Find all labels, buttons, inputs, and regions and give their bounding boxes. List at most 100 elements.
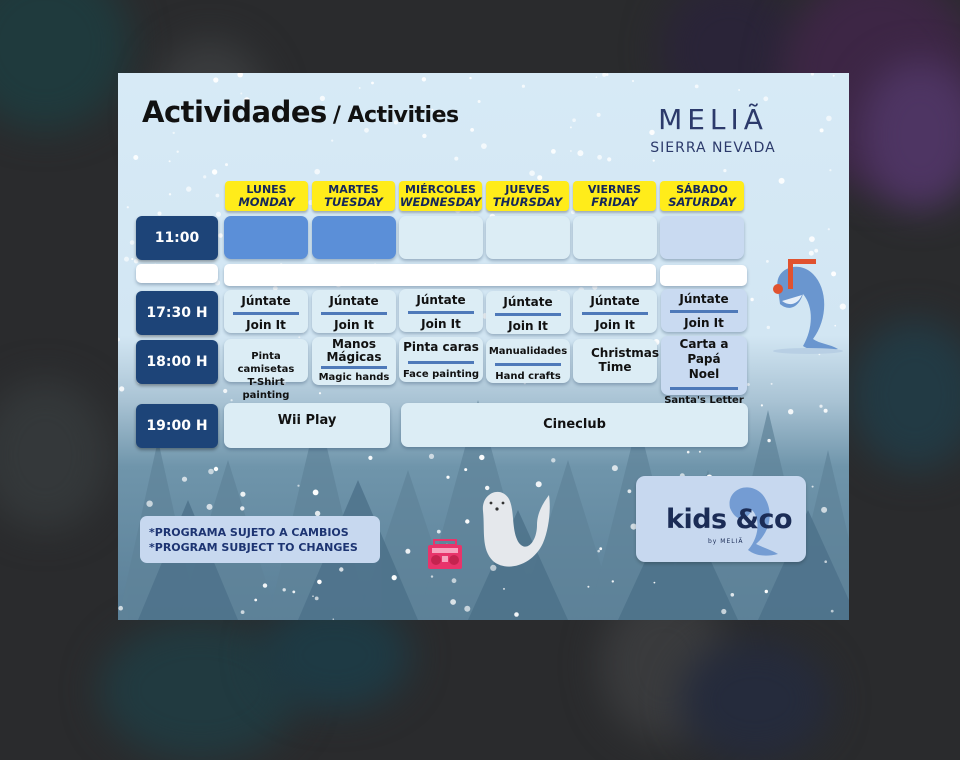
day-en: THURSDAY <box>492 195 563 209</box>
snowflake <box>298 336 301 339</box>
snowflake <box>168 193 172 196</box>
snowflake <box>631 79 635 83</box>
bokeh-light <box>860 60 960 210</box>
divider <box>408 311 474 314</box>
activity-label: Cineclub <box>543 417 606 432</box>
snowflake <box>778 177 785 184</box>
spacer-weekdays <box>224 264 656 286</box>
kids-co-logo: kids &co by MELIÃ <box>636 476 806 562</box>
snowflake <box>358 87 361 89</box>
snowflake <box>331 139 334 142</box>
snowflake <box>218 233 223 238</box>
snowflake <box>481 143 487 149</box>
snowflake <box>133 259 139 264</box>
divider <box>321 312 387 315</box>
snowflake <box>470 128 474 132</box>
activity-en: Face painting <box>402 369 480 380</box>
activity-en: Join It <box>334 318 374 332</box>
snowflake <box>607 157 612 162</box>
snowflake <box>129 240 135 245</box>
cell-1100-saturday <box>660 216 744 259</box>
day-en: SATURDAY <box>668 195 736 209</box>
day-es: VIERNES <box>587 183 642 196</box>
snowflake <box>827 228 830 231</box>
disclaimer-en: *PROGRAM SUBJECT TO CHANGES <box>149 541 358 554</box>
snowflake <box>577 150 584 157</box>
activity-1900-wii-play: Wii Play <box>224 403 390 448</box>
snowflake <box>203 175 207 179</box>
snowflake <box>215 193 220 198</box>
radio-boombox-icon <box>428 539 462 569</box>
snowflake <box>537 175 543 181</box>
title-es: Actividades <box>142 95 327 129</box>
snowflake <box>371 81 374 85</box>
snowflake <box>454 156 459 161</box>
bokeh-light <box>680 640 830 760</box>
day-en: WEDNESDAY <box>399 195 482 209</box>
snowflake <box>529 170 535 176</box>
snowflake <box>157 211 162 216</box>
snowflake <box>595 76 598 78</box>
snowflake <box>216 211 221 217</box>
snowflake <box>829 169 832 172</box>
snowflake <box>133 155 139 160</box>
day-es: MIÉRCOLES <box>405 183 476 196</box>
snowflake <box>211 169 218 175</box>
snowflake <box>186 186 192 192</box>
activity-es: Júntate <box>329 294 379 308</box>
activity-es: Christmas Time <box>591 346 660 374</box>
snowflake <box>118 337 120 342</box>
snowflake <box>126 206 129 209</box>
time-slot-1800: 18:00 H <box>136 340 218 384</box>
snowflake <box>750 297 754 302</box>
snowflake <box>602 73 607 77</box>
snowflake <box>131 257 134 261</box>
activities-poster: Actividades/ Activities MELIÃ SIERRA NEV… <box>118 73 849 620</box>
snowflake <box>176 150 179 153</box>
activity-es: Júntate <box>416 293 466 307</box>
disclaimer-es: *PROGRAMA SUJETO A CAMBIOS <box>149 526 349 539</box>
snowflake <box>832 74 835 77</box>
activity-1800-friday: Christmas Time <box>573 339 660 383</box>
day-es: MARTES <box>328 183 379 196</box>
kids-co-by: by MELIÃ <box>708 538 744 545</box>
cell-1100-friday <box>573 216 657 259</box>
activity-en: Join It <box>246 318 286 332</box>
activity-en: Join It <box>595 318 635 332</box>
activity-es: Pinta camisetas <box>237 351 295 375</box>
activity-en: T-Shirt painting <box>242 377 290 401</box>
divider <box>582 312 648 315</box>
divider <box>495 313 561 316</box>
snowflake <box>569 126 572 129</box>
bokeh-light <box>0 380 110 530</box>
brand-location: SIERRA NEVADA <box>650 140 776 156</box>
program-disclaimer: *PROGRAMA SUJETO A CAMBIOS *PROGRAM SUBJ… <box>140 516 380 563</box>
snowflake <box>469 76 472 80</box>
spacer-saturday <box>660 265 747 286</box>
time-slot-1100: 11:00 <box>136 216 218 260</box>
snowflake <box>168 160 171 163</box>
snowflake <box>237 73 243 78</box>
activity-es: Carta a Papá Noel <box>679 337 729 381</box>
activity-es: Júntate <box>241 294 291 308</box>
time-slot-1730: 17:30 H <box>136 291 218 335</box>
snowflake <box>572 118 576 122</box>
cell-1100-wednesday <box>399 216 483 259</box>
melia-brand: MELIÃ SIERRA NEVADA <box>638 103 788 156</box>
divider <box>495 363 561 366</box>
divider <box>408 361 474 364</box>
time-slot-1900: 19:00 H <box>136 404 218 448</box>
activity-es: Júntate <box>679 292 729 306</box>
snowflake <box>763 96 769 102</box>
day-en: FRIDAY <box>591 195 638 209</box>
snowflake <box>172 131 175 135</box>
